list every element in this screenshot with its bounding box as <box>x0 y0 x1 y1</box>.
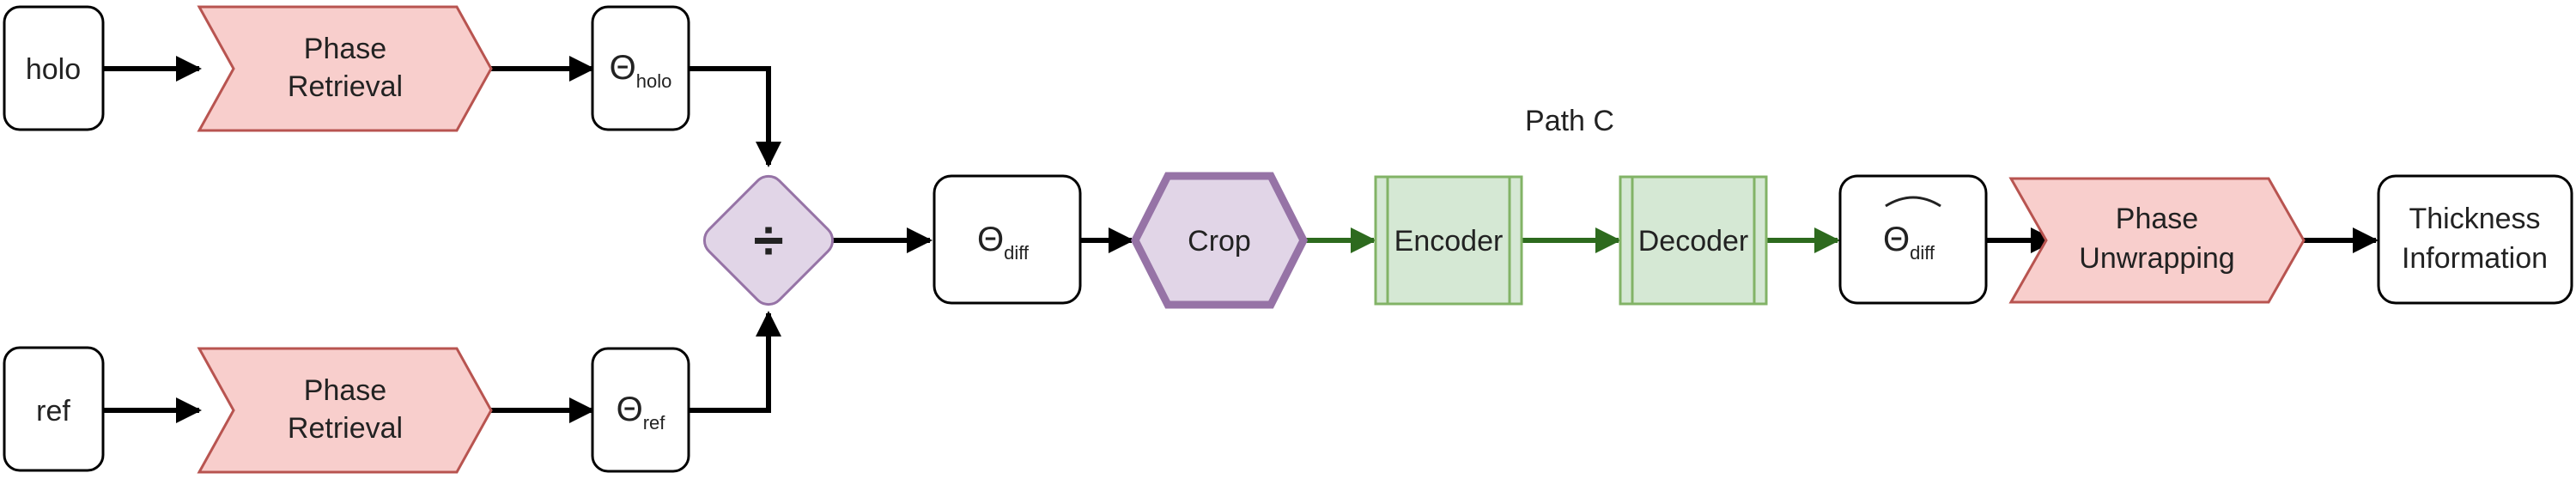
node-divide: ÷ <box>702 174 835 306</box>
node-theta-diff-hat: Θdiff <box>1838 174 1988 305</box>
theta-ref-subscript: ref <box>643 412 666 434</box>
theta-symbol: Θ <box>1883 221 1910 258</box>
theta-diff-label: Θdiff <box>977 221 1030 264</box>
node-phase-retrieval-top: Phase Retrieval <box>197 5 493 132</box>
node-theta-diff: Θdiff <box>933 174 1082 305</box>
hat-accent <box>1885 196 1941 208</box>
theta-diff-subscript: diff <box>1004 242 1030 264</box>
edges <box>103 56 2379 423</box>
node-holo: holo <box>3 5 105 131</box>
crop-label: Crop <box>1188 225 1251 258</box>
edge-theta-ref-to-divide <box>689 311 781 413</box>
node-theta-holo: Θholo <box>591 5 690 131</box>
node-thickness-information: Thickness Information <box>2377 174 2573 305</box>
node-ref: ref <box>3 346 105 472</box>
theta-diff-hat-subscript: diff <box>1910 242 1935 264</box>
node-crop: Crop <box>1130 172 1309 309</box>
decoder-label: Decoder <box>1638 225 1749 258</box>
phase-retrieval-bottom-line1: Phase <box>304 374 386 407</box>
theta-symbol: Θ <box>977 221 1004 258</box>
encoder-label: Encoder <box>1394 225 1504 258</box>
divide-symbol: ÷ <box>753 209 783 271</box>
holo-label: holo <box>26 53 81 86</box>
node-phase-unwrapping: Phase Unwrapping <box>2008 177 2306 304</box>
edge-theta-holo-to-divide <box>689 66 781 167</box>
phase-unwrapping-line1: Phase <box>2116 203 2198 235</box>
node-encoder: Encoder <box>1374 175 1523 306</box>
node-phase-retrieval-bottom: Phase Retrieval <box>197 347 493 474</box>
theta-ref-label: Θref <box>617 391 666 434</box>
thickness-information-line1: Thickness <box>2409 203 2540 235</box>
phase-retrieval-top-line2: Retrieval <box>288 70 403 103</box>
theta-diff-hat-label: Θdiff <box>1883 221 1935 264</box>
theta-holo-subscript: holo <box>636 70 672 92</box>
theta-holo-label: Θholo <box>610 49 672 92</box>
phase-unwrapping-line2: Unwrapping <box>2079 242 2234 275</box>
node-theta-ref: Θref <box>591 347 690 473</box>
theta-symbol: Θ <box>610 49 636 87</box>
phase-retrieval-bottom-line2: Retrieval <box>288 412 403 445</box>
thickness-information-line2: Information <box>2402 242 2548 275</box>
node-decoder: Decoder <box>1619 175 1768 306</box>
phase-retrieval-top-line1: Phase <box>304 33 386 65</box>
ref-label: ref <box>36 395 70 427</box>
theta-symbol: Θ <box>617 391 643 428</box>
path-label: Path C <box>1525 105 1614 137</box>
